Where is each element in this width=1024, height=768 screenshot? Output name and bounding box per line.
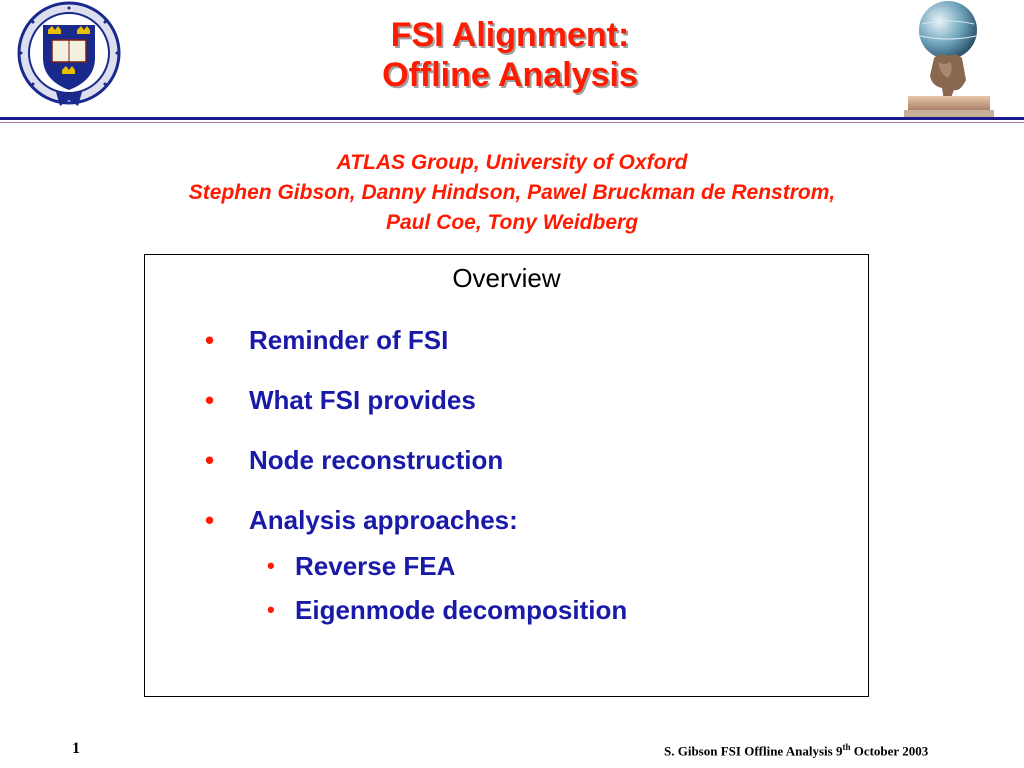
footer-sup: th xyxy=(842,742,851,752)
overview-title: Overview xyxy=(452,263,561,293)
bullet-label: Analysis approaches: xyxy=(249,505,518,535)
footer-text: S. Gibson FSI Offline Analysis 9th Octob… xyxy=(664,742,928,759)
title-line-1: FSI Alignment: xyxy=(390,16,630,54)
bullet-icon: • xyxy=(205,445,215,475)
header-divider xyxy=(0,117,1024,120)
bullet-icon: • xyxy=(205,325,215,355)
slide-title: FSI Alignment: Offline Analysis xyxy=(300,15,720,95)
bullet-label: Node reconstruction xyxy=(249,445,504,475)
sub-bullet-label: Reverse FEA xyxy=(295,551,456,581)
bullet-icon: • xyxy=(205,505,215,535)
authors-names-1: Stephen Gibson, Danny Hindson, Pawel Bru… xyxy=(188,181,836,204)
sub-bullet-icon: • xyxy=(267,597,275,622)
authors-block: ATLAS Group, University of Oxford Stephe… xyxy=(60,148,964,238)
slide-number: 1 xyxy=(72,740,80,757)
bullet-label: What FSI provides xyxy=(249,385,476,415)
oxford-crest-logo xyxy=(8,0,130,116)
authors-names-2: Paul Coe, Tony Weidberg xyxy=(385,211,639,234)
bullet-label: Reminder of FSI xyxy=(249,325,449,355)
title-line-2: Offline Analysis xyxy=(382,56,638,94)
header-divider-thin xyxy=(0,122,1024,123)
sub-bullet-label: Eigenmode decomposition xyxy=(295,595,628,625)
authors-group: ATLAS Group, University of Oxford xyxy=(336,151,688,174)
bullet-icon: • xyxy=(205,385,215,415)
sub-bullet-icon: • xyxy=(267,553,275,578)
footer-prefix: S. Gibson FSI Offline Analysis 9 xyxy=(664,743,843,759)
atlas-statue-logo xyxy=(904,0,994,118)
overview-box: Overview • Reminder of FSI • What FSI pr… xyxy=(144,254,869,697)
footer-suffix: October 2003 xyxy=(850,743,929,759)
